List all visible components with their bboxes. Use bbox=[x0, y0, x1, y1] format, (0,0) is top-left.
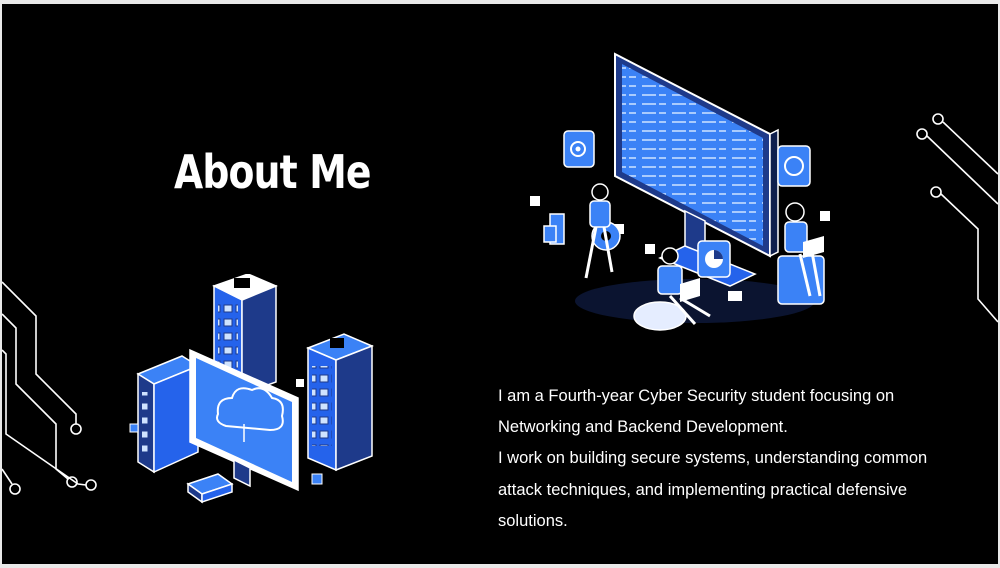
circuit-lines-left bbox=[2, 281, 97, 495]
about-paragraph: I am a Fourth-year Cyber Security studen… bbox=[498, 387, 895, 437]
circuit-lines-right bbox=[916, 113, 998, 323]
team-monitor-illustration bbox=[530, 52, 830, 331]
slide: About Me bbox=[2, 4, 998, 564]
about-description: I am a Fourth-year Cyber Security studen… bbox=[498, 381, 938, 537]
about-paragraph: I work on building secure systems, under… bbox=[498, 449, 928, 530]
page-title: About Me bbox=[174, 145, 372, 199]
server-cloud-illustration bbox=[129, 274, 374, 504]
